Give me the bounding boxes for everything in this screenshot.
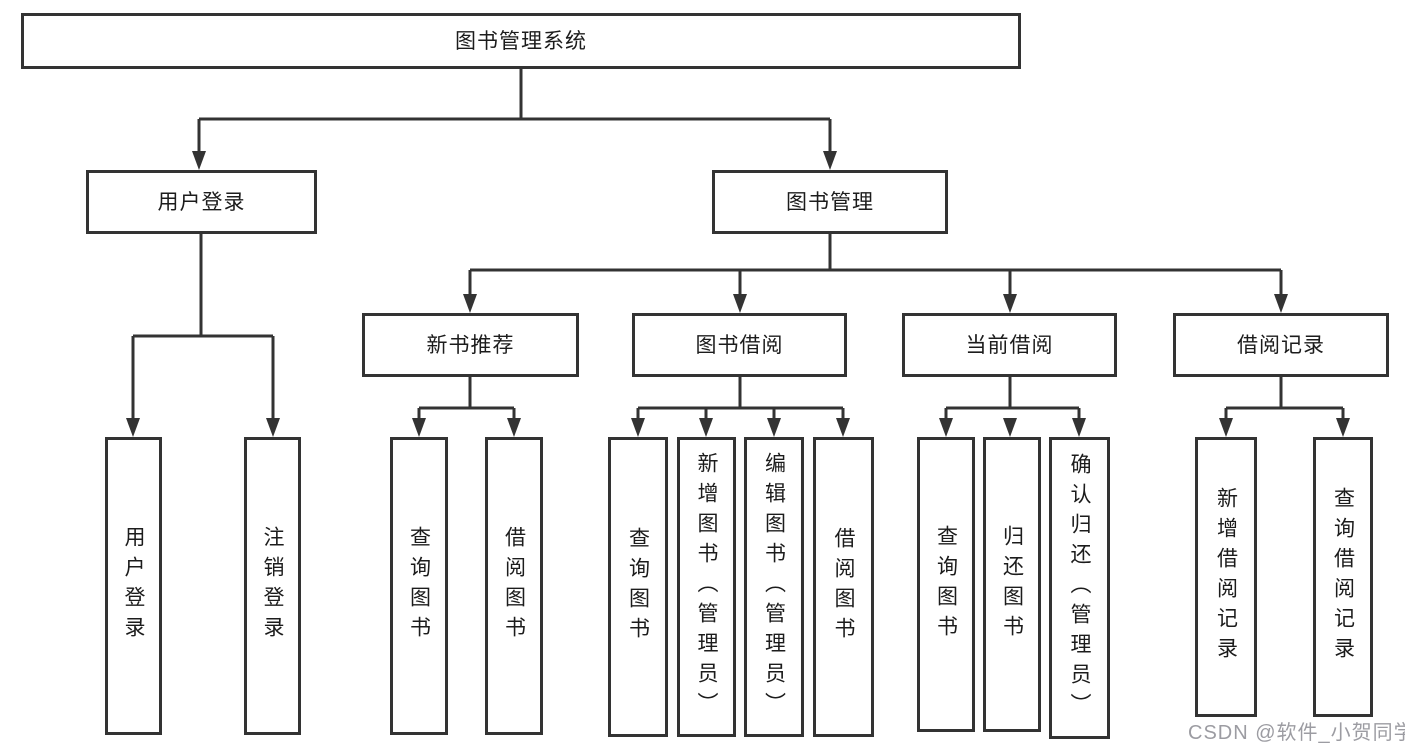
node-user-login: 用户登录 <box>86 170 317 234</box>
leaf-borrow-books: 借阅图书 <box>485 437 543 735</box>
node-borrowing-records: 借阅记录 <box>1173 313 1389 377</box>
arrowhead-icons <box>126 151 1350 437</box>
leaf-query-books: 查询图书 <box>608 437 668 737</box>
leaf-query-books: 查询图书 <box>917 437 975 732</box>
leaf-add-books-admin: 新增图书（管理员） <box>677 437 736 737</box>
csdn-watermark: CSDN @软件_小贺同学 <box>1188 722 1405 744</box>
node-book-borrowing: 图书借阅 <box>632 313 847 377</box>
node-current-borrowing: 当前借阅 <box>902 313 1117 377</box>
node-new-book-recommendation: 新书推荐 <box>362 313 579 377</box>
leaf-logout: 注销登录 <box>244 437 301 735</box>
leaf-return-books: 归还图书 <box>983 437 1041 732</box>
leaf-borrow-books: 借阅图书 <box>813 437 874 737</box>
leaf-add-borrow-record: 新增借阅记录 <box>1195 437 1257 717</box>
leaf-user-login: 用户登录 <box>105 437 162 735</box>
node-book-management: 图书管理 <box>712 170 948 234</box>
leaf-query-borrow-record: 查询借阅记录 <box>1313 437 1373 717</box>
node-library-management-system: 图书管理系统 <box>21 13 1021 69</box>
leaf-edit-books-admin: 编辑图书（管理员） <box>744 437 804 737</box>
leaf-query-books: 查询图书 <box>390 437 448 735</box>
leaf-confirm-return-admin: 确认归还（管理员） <box>1049 437 1110 739</box>
